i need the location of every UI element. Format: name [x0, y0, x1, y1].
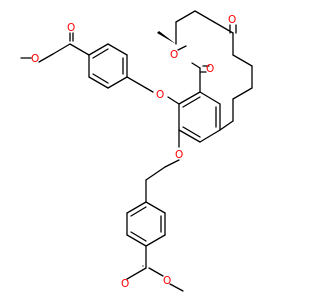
top-ester-bonds	[20, 32, 90, 63]
molecule-canvas: O O O O O O O O O	[20, 10, 253, 292]
macrocycle-chain	[175, 10, 253, 131]
top-ester-carbonyl-oxygen: O	[67, 22, 75, 34]
top-ester-ether-oxygen: O	[31, 53, 39, 65]
top-benzyl-link	[126, 76, 154, 93]
bottom-benzene-ring	[126, 179, 166, 247]
wedge-bond	[157, 31, 176, 44]
lactone-oxygen: O	[170, 49, 178, 61]
ketone-oxygen: O	[228, 14, 236, 26]
lactone-carbonyl-oxygen: O	[206, 63, 214, 75]
molecule-structure: O O O O O O O O O	[20, 10, 253, 292]
bottom-ester-bonds	[126, 245, 184, 292]
ring-ether-oxygen: O	[156, 89, 164, 101]
bottom-ester-carbonyl-oxygen: O	[121, 278, 129, 290]
lower-ether-bonds	[145, 129, 180, 181]
top-benzene-ring	[88, 43, 128, 89]
bottom-ester-ether-oxygen: O	[163, 275, 171, 287]
lactone-bonds	[177, 45, 210, 93]
methyl-stereocenter	[157, 21, 177, 45]
central-benzene-ring	[167, 91, 221, 143]
aryl-ether-oxygen: O	[175, 149, 183, 161]
